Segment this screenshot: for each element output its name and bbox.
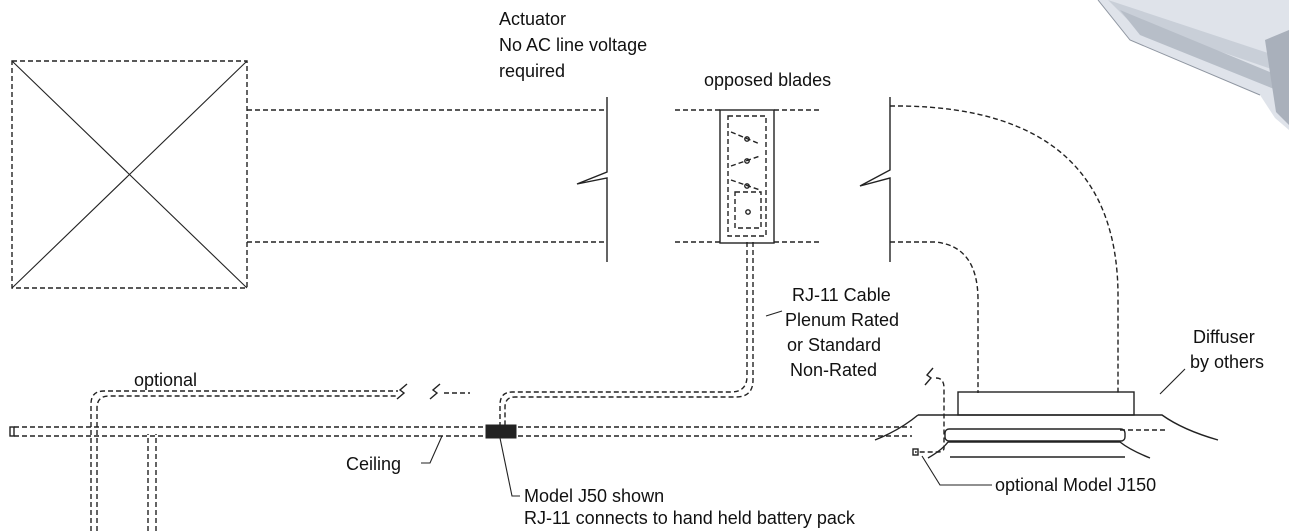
main-duct (247, 97, 891, 262)
optional-model-j150-label: optional Model J150 (995, 475, 1156, 495)
air-handler-box (11, 60, 248, 289)
model-j50-label-line2: RJ-11 connects to hand held battery pack (524, 508, 856, 528)
rj11-cable-label: RJ-11 Cable (792, 285, 891, 305)
model-j50-label: Model J50 shown (524, 486, 664, 506)
diffuser-label: Diffuser (1193, 327, 1255, 347)
optional-cable (90, 383, 470, 531)
rj11-cable-label-line4: Non-Rated (790, 360, 877, 380)
model-j50-module (485, 424, 517, 439)
rj11-cable-label-line3: or Standard (787, 335, 881, 355)
diffuser-label-line2: by others (1190, 352, 1264, 372)
actuator-label-line3: required (499, 61, 565, 81)
leader-lines (421, 310, 1186, 497)
rj11-cable-label-line2: Plenum Rated (785, 310, 899, 330)
damper-opposed-blades (719, 109, 775, 244)
diffuser (874, 391, 1219, 459)
actuator-label: Actuator (499, 9, 566, 29)
ceiling (9, 426, 1168, 437)
rj11-cable (499, 242, 754, 426)
optional-label: optional (134, 370, 197, 390)
actuator-label-line2: No AC line voltage (499, 35, 647, 55)
opposed-blades-label: opposed blades (704, 70, 831, 90)
elbow-duct (890, 105, 1119, 393)
damper-render-image (1097, 0, 1289, 130)
text-labels: Actuator No AC line voltage required opp… (134, 9, 1264, 528)
optional-j150-cable (912, 367, 945, 456)
ceiling-label: Ceiling (346, 454, 401, 474)
